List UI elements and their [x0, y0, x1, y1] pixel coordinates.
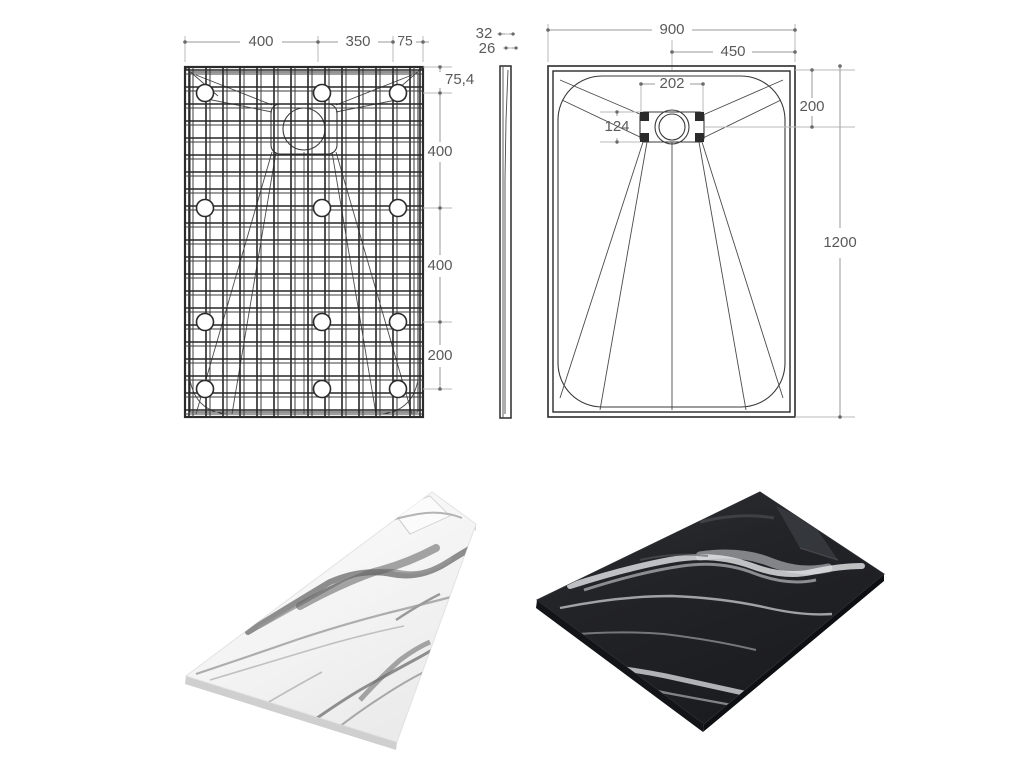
dim-label-124: 124	[604, 118, 629, 135]
dim-label-1200: 1200	[823, 234, 856, 251]
side-section-taper	[504, 69, 509, 414]
dim-label-75-top: 75	[397, 33, 413, 49]
plan-structural-interior	[185, 67, 423, 417]
plan-outline-frame-outer	[547, 65, 796, 418]
plan-outline-dim-200: 200	[705, 68, 855, 129]
white-tray-edge	[185, 676, 397, 750]
dim-label-350-top: 350	[345, 33, 370, 50]
dim-label-400-top: 400	[248, 33, 273, 50]
plan-structural-drain	[270, 103, 338, 155]
plan-outline-view: 900 450 202	[546, 21, 857, 419]
black-marble-tray-photo	[536, 491, 885, 732]
plan-outline-frame-inner	[552, 70, 791, 413]
plan-outline-dim-202: 202	[639, 75, 705, 92]
dim-label-202: 202	[659, 75, 684, 92]
plan-outline-basin	[557, 75, 786, 410]
dim-label-400-right-1: 400	[427, 143, 452, 160]
black-tray-surface	[536, 491, 885, 725]
plan-outline-drain	[639, 109, 705, 145]
plan-outline-dim-124: 124	[600, 110, 640, 144]
plan-structural-outline	[183, 65, 425, 419]
dim-label-400-right-2: 400	[427, 257, 452, 274]
white-marble-tray-photo	[184, 491, 477, 750]
dim-label-32: 32	[476, 25, 493, 42]
dim-label-900: 900	[659, 21, 684, 38]
plan-structural-top-dimensions: 400 350 75	[183, 33, 429, 50]
plan-outline-dim-1200: 1200	[795, 64, 857, 419]
black-tray-veins	[553, 506, 865, 715]
dim-label-200-right-view: 200	[799, 98, 824, 115]
plan-structural-right-dimensions: 75,4 400 400 200	[423, 65, 474, 391]
dim-label-75-4: 75,4	[445, 71, 474, 88]
side-section-dimensions: 32 26	[476, 25, 518, 57]
plan-structural-view: 400 350 75	[183, 33, 474, 419]
plan-outline-dim-900: 900	[546, 21, 797, 38]
dim-label-450: 450	[720, 43, 745, 60]
side-section-view: 32 26	[476, 25, 518, 419]
side-section-profile	[499, 65, 512, 419]
dim-label-200-right: 200	[427, 347, 452, 364]
black-tray-edge	[536, 600, 704, 732]
dim-label-26: 26	[479, 40, 496, 57]
plan-structural-extension-lines	[184, 36, 424, 62]
mounting-holes	[195, 83, 408, 399]
black-tray-edge-right	[703, 574, 884, 732]
reinforcement-mesh	[185, 67, 423, 417]
white-tray-veins	[195, 495, 476, 742]
plan-outline-dim-450: 450	[670, 43, 797, 60]
white-tray-surface	[184, 491, 477, 743]
